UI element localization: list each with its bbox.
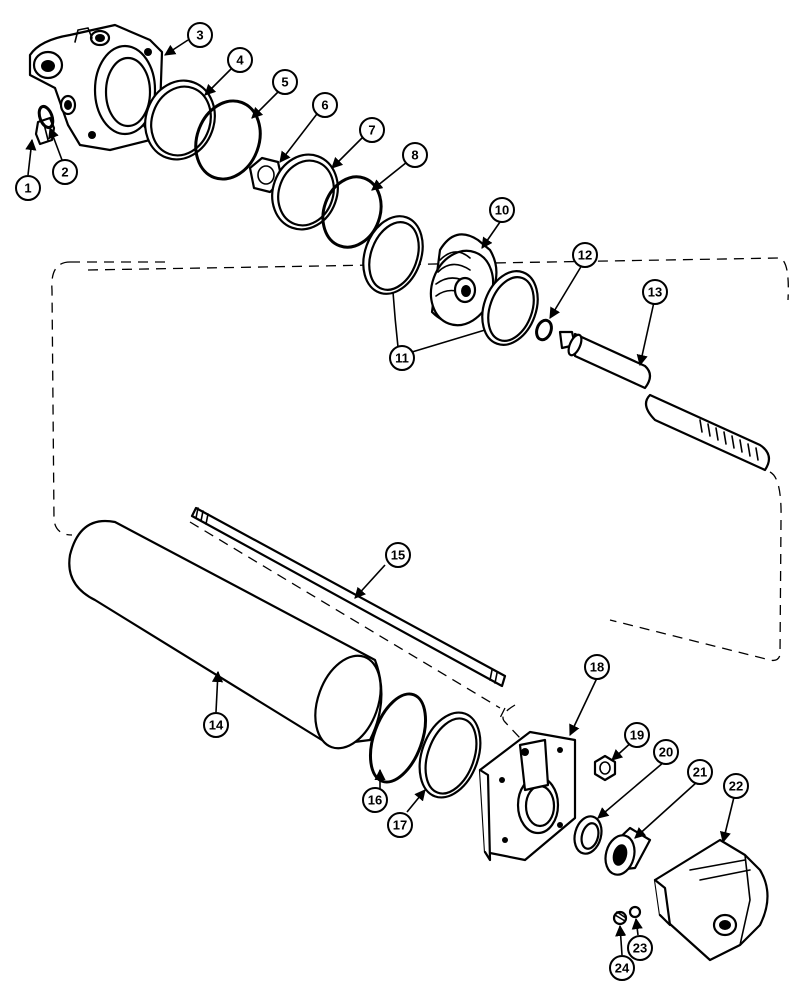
callout-15: 15 bbox=[385, 542, 411, 568]
callout-label: 11 bbox=[395, 351, 409, 366]
part-piston-rod bbox=[558, 330, 771, 472]
callout-label: 1 bbox=[24, 181, 31, 196]
callout-16: 16 bbox=[362, 787, 388, 813]
part-ring-11a bbox=[362, 215, 424, 295]
callout-label: 13 bbox=[648, 285, 662, 300]
callout-label: 23 bbox=[633, 941, 647, 956]
callout-label: 19 bbox=[630, 728, 644, 743]
part-o-ring-16 bbox=[369, 692, 427, 784]
callout-label: 14 bbox=[209, 718, 224, 733]
callout-14: 14 bbox=[203, 712, 229, 738]
callout-label: 10 bbox=[495, 203, 509, 218]
callout-12: 12 bbox=[572, 242, 598, 268]
part-bushing-20 bbox=[573, 815, 603, 855]
callout-17: 17 bbox=[387, 812, 413, 838]
part-o-ring-8 bbox=[321, 175, 383, 249]
leader-lines bbox=[25, 39, 735, 956]
callout-5: 5 bbox=[272, 69, 298, 95]
part-front-head bbox=[478, 730, 577, 862]
callout-label: 5 bbox=[281, 75, 288, 90]
callout-label: 16 bbox=[368, 793, 382, 808]
part-ring-17 bbox=[418, 711, 482, 799]
callout-1: 1 bbox=[15, 175, 41, 201]
callout-19: 19 bbox=[624, 722, 650, 748]
assembly-dashed-line bbox=[51, 257, 789, 739]
callout-7: 7 bbox=[359, 117, 385, 143]
callout-label: 7 bbox=[368, 123, 375, 138]
callout-23: 23 bbox=[627, 935, 653, 961]
part-ring-11b bbox=[481, 270, 539, 346]
part-tie-rod bbox=[190, 506, 507, 688]
part-ball-23 bbox=[628, 905, 642, 919]
callout-21: 21 bbox=[687, 759, 713, 785]
callout-label: 8 bbox=[411, 148, 418, 163]
callout-24: 24 bbox=[609, 955, 635, 981]
part-nut-19 bbox=[593, 754, 617, 782]
callout-2: 2 bbox=[52, 159, 78, 185]
callout-label: 4 bbox=[236, 53, 244, 68]
callout-18: 18 bbox=[584, 654, 610, 680]
callout-4: 4 bbox=[227, 47, 253, 73]
part-o-ring-5 bbox=[194, 99, 262, 181]
callout-20: 20 bbox=[653, 739, 679, 765]
callout-label: 20 bbox=[659, 745, 673, 760]
callout-label: 2 bbox=[61, 165, 68, 180]
callout-10: 10 bbox=[489, 197, 515, 223]
part-cylinder-tube bbox=[68, 519, 383, 750]
part-o-ring-12 bbox=[535, 318, 553, 342]
callout-22: 22 bbox=[723, 773, 749, 799]
callout-label: 6 bbox=[321, 98, 328, 113]
callout-11: 11 bbox=[389, 345, 415, 371]
callout-label: 12 bbox=[578, 248, 592, 263]
part-ring-7 bbox=[271, 153, 339, 231]
part-set-screw-24 bbox=[612, 910, 628, 926]
callout-label: 17 bbox=[393, 818, 407, 833]
part-clevis bbox=[653, 838, 769, 962]
callout-label: 3 bbox=[196, 28, 203, 43]
callout-13: 13 bbox=[642, 279, 668, 305]
callout-label: 15 bbox=[391, 548, 405, 563]
part-rear-head bbox=[28, 23, 164, 152]
callout-label: 21 bbox=[693, 765, 707, 780]
callout-label: 18 bbox=[590, 660, 604, 675]
callout-3: 3 bbox=[187, 22, 213, 48]
callout-label: 24 bbox=[615, 961, 630, 976]
part-piston bbox=[429, 233, 498, 327]
callout-label: 22 bbox=[729, 779, 743, 794]
part-seal-21 bbox=[604, 826, 652, 876]
callout-8: 8 bbox=[402, 142, 428, 168]
callout-6: 6 bbox=[312, 92, 338, 118]
